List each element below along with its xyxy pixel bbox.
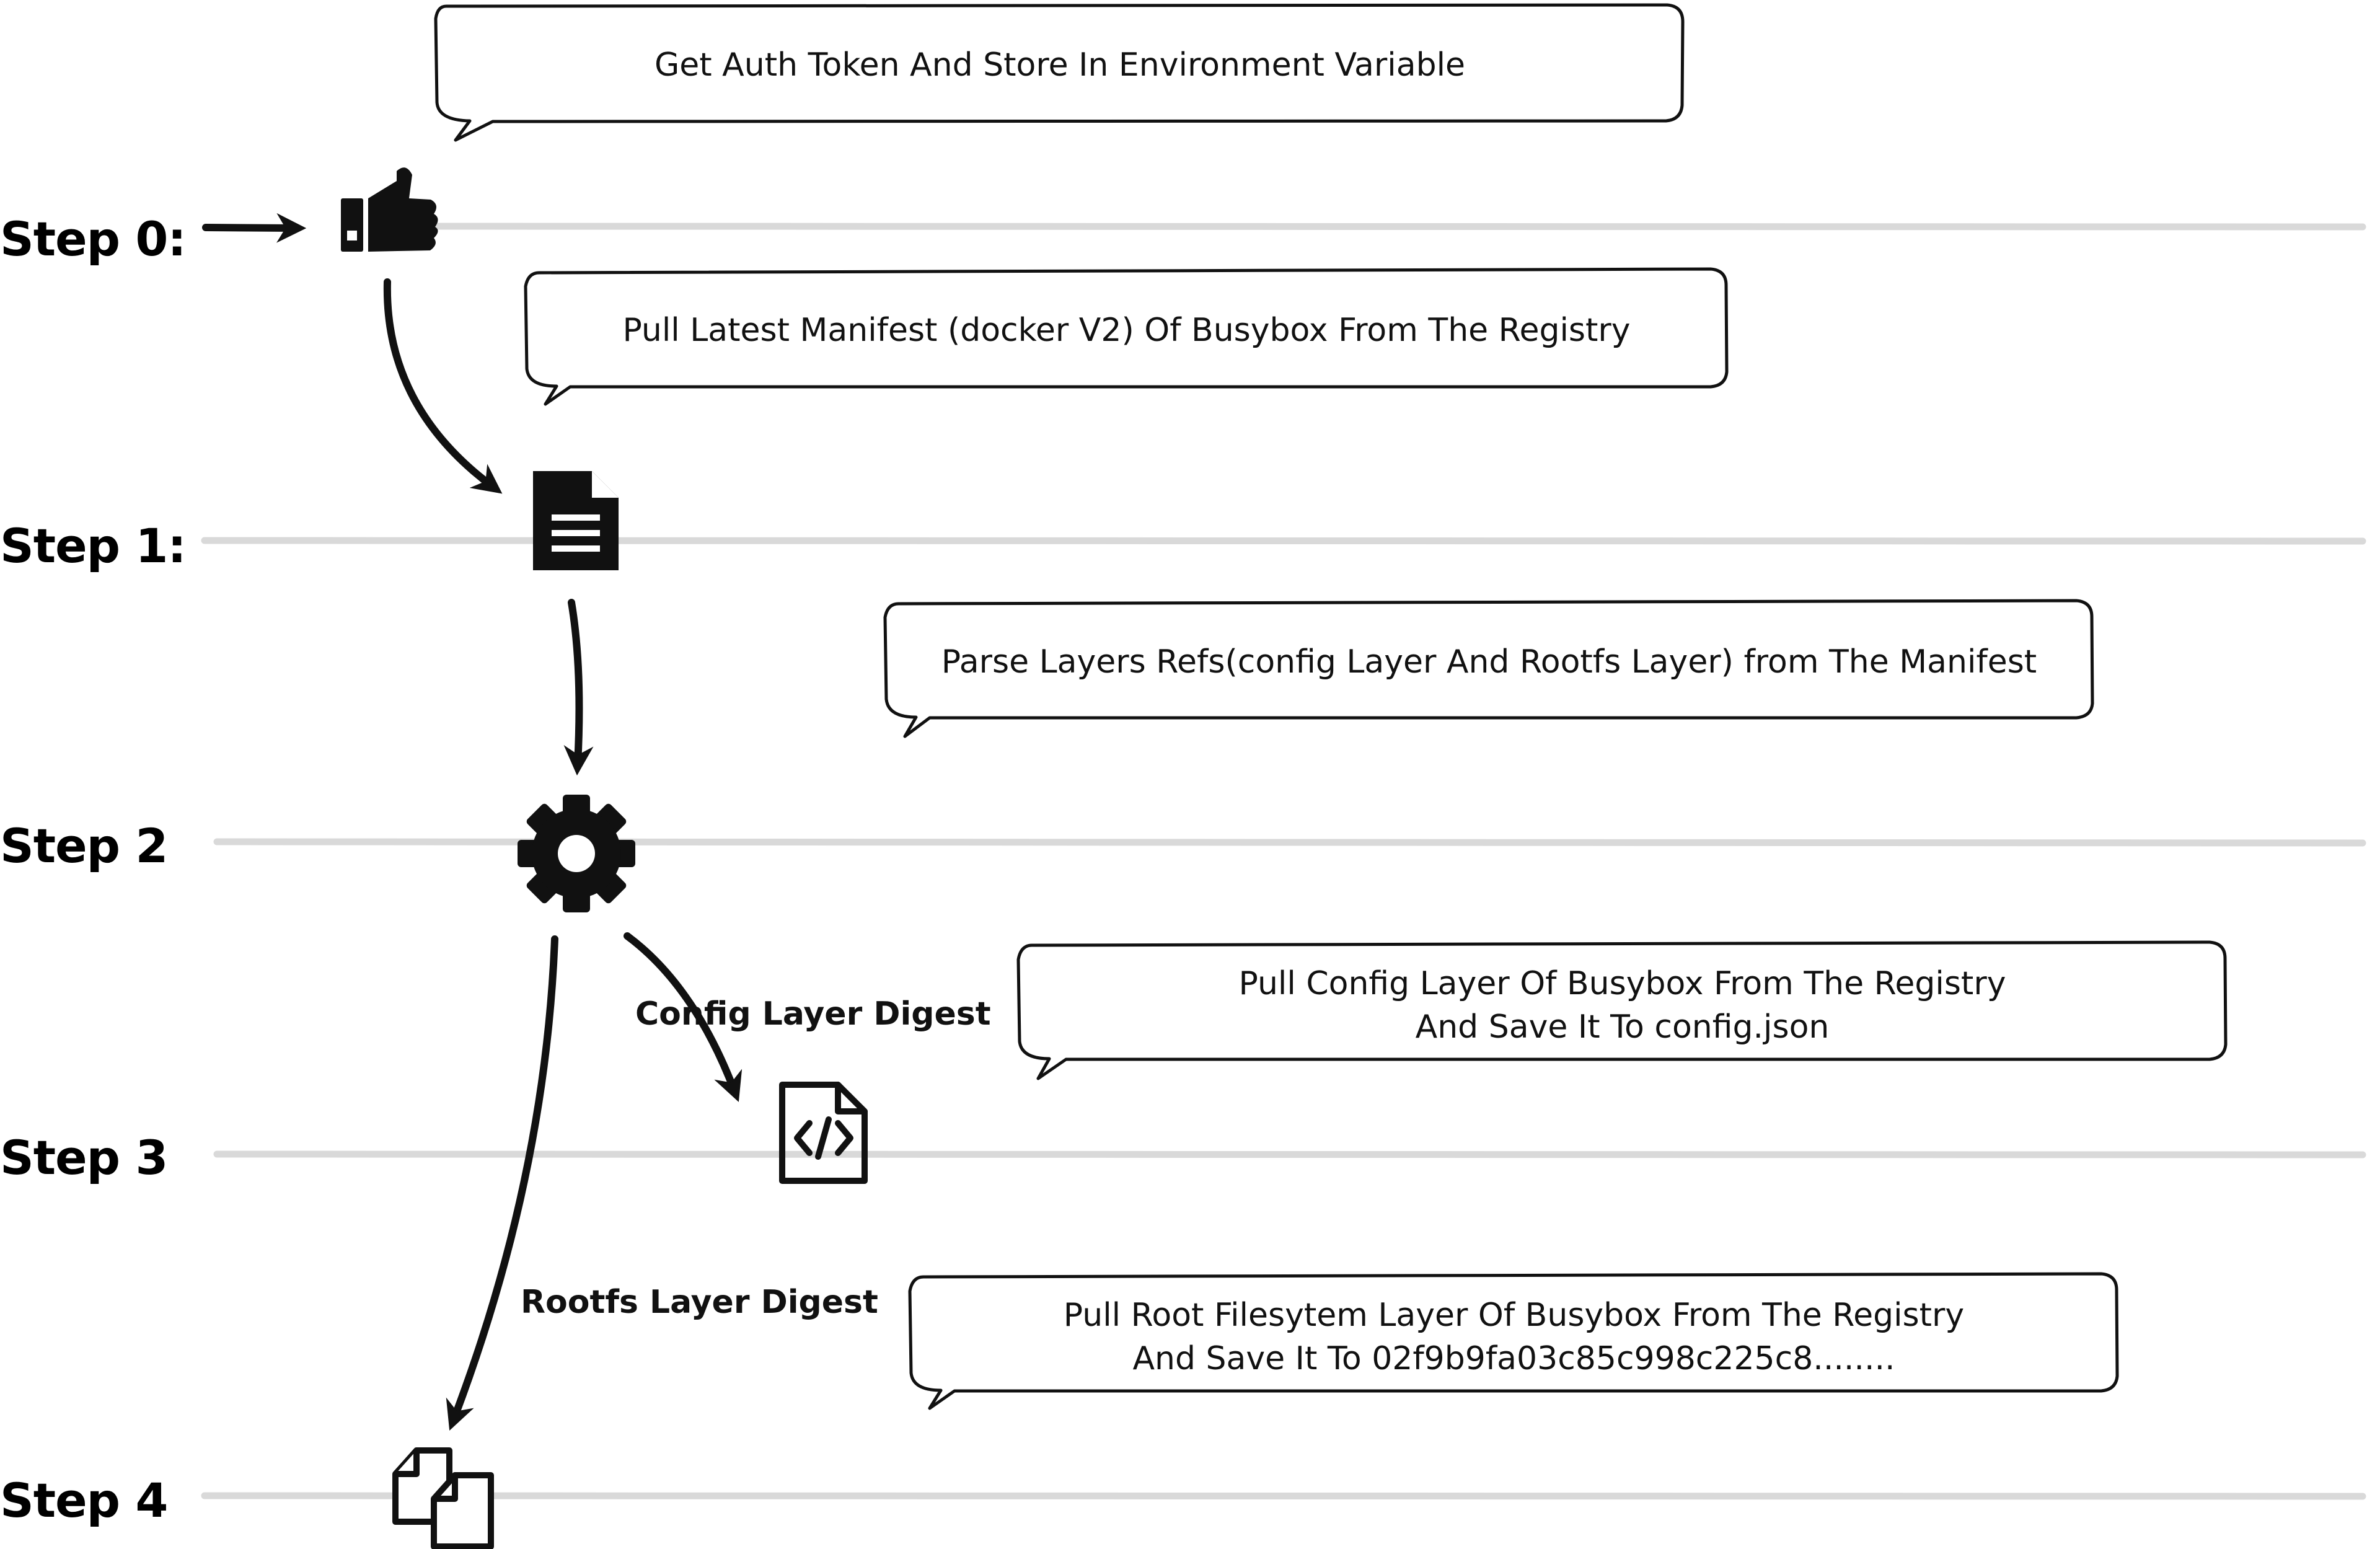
- arrow-step2-to-step3: [624, 932, 743, 1102]
- arrow-step1-to-step2: [563, 599, 594, 776]
- bubble-text-step-1: Pull Latest Manifest (docker V2) Of Busy…: [527, 309, 1726, 352]
- bubble-text-step-3: Pull Config Layer Of Busybox From The Re…: [1020, 962, 2225, 1049]
- lane-step-1: [201, 537, 2366, 545]
- lane-step-4: [201, 1492, 2366, 1501]
- bubble-line: And Save It To 02f9b9fa03c85c998c225c8..…: [1132, 1340, 1895, 1377]
- lane-step-0: [424, 223, 2366, 231]
- bubble-line: Pull Root Filesytem Layer Of Busybox Fro…: [1063, 1297, 1965, 1334]
- bubble-line: Get Auth Token And Store In Environment …: [654, 46, 1466, 84]
- bubble-step-0: [434, 3, 1685, 142]
- edge-label-rootfs: Rootfs Layer Digest: [521, 1284, 878, 1321]
- connectors: [202, 213, 743, 1431]
- bubble-step-1: [524, 267, 1729, 406]
- lane-step-3: [213, 1150, 2366, 1159]
- step-label-4: Step 4: [0, 1473, 168, 1528]
- bubble-step-4: [908, 1272, 2119, 1410]
- bubble-text-step-0: Get Auth Token And Store In Environment …: [437, 43, 1683, 87]
- arrow-step2-to-step4: [446, 935, 558, 1431]
- step-label-0: Step 0:: [0, 211, 187, 267]
- thumbs-up-icon: [341, 167, 438, 252]
- document-icon: [533, 469, 620, 570]
- step-label-1: Step 1:: [0, 518, 187, 573]
- entry-arrow: [202, 213, 307, 243]
- edge-label-config: Config Layer Digest: [635, 995, 991, 1033]
- bubble-line: Parse Layers Refs(config Layer And Rootf…: [941, 643, 2037, 681]
- bubble-step-2: [883, 599, 2094, 738]
- bubble-line: Pull Latest Manifest (docker V2) Of Busy…: [622, 312, 1631, 349]
- bubble-line: And Save It To config.json: [1415, 1008, 1830, 1046]
- step-label-3: Step 3: [0, 1130, 168, 1185]
- copy-files-icon: [392, 1447, 494, 1549]
- arrow-step0-to-step1: [383, 278, 503, 494]
- bubble-line: Pull Config Layer Of Busybox From The Re…: [1238, 965, 2006, 1002]
- gear-icon: [518, 795, 635, 912]
- bubble-shapes: [434, 3, 2228, 1410]
- code-file-icon: [779, 1082, 868, 1184]
- bubble-text-step-4: Pull Root Filesytem Layer Of Busybox Fro…: [911, 1294, 2117, 1380]
- bubble-step-3: [1016, 940, 2228, 1080]
- step-label-2: Step 2: [0, 818, 168, 873]
- bubble-text-step-2: Parse Layers Refs(config Layer And Rootf…: [886, 640, 2092, 684]
